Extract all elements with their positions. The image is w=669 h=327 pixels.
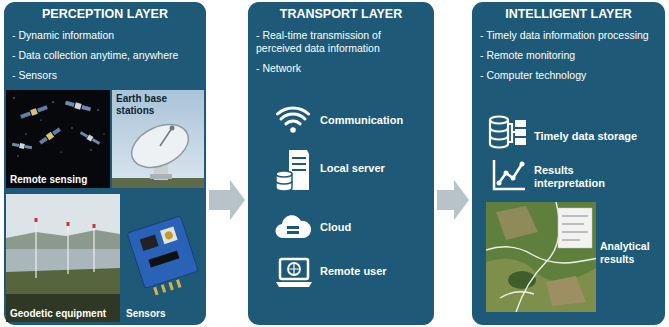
icon-label: Remote user xyxy=(320,265,430,278)
landscape-photo xyxy=(6,194,120,322)
photo-box: Earth base stations xyxy=(112,90,204,188)
laptop-icon xyxy=(275,256,313,290)
bullet-text: - Sensors xyxy=(10,69,200,82)
map-image xyxy=(486,202,596,312)
bullet-text: - Data collection anytime, anywhere xyxy=(10,49,200,62)
chart-icon xyxy=(491,158,527,192)
icon-label: Local server xyxy=(320,162,430,175)
photo-box: Geodetic equipment xyxy=(6,194,120,322)
cloud-icon xyxy=(273,212,313,242)
layer-panel: INTELLIGENT LAYER - Timely data informati… xyxy=(472,2,665,325)
layer-heading: PERCEPTION LAYER xyxy=(10,7,200,22)
block-arrow xyxy=(437,180,469,220)
layer-heading: TRANSPORT LAYER xyxy=(254,7,428,22)
photo-label: Earth base stations xyxy=(116,93,200,116)
database-icon xyxy=(488,114,528,150)
bullet-text: - Timely data information processing xyxy=(478,29,659,42)
icon-label: Results interpretation xyxy=(534,164,634,190)
photo-box: Remote sensing xyxy=(6,90,110,188)
photo-caption: Earth base stations xyxy=(112,90,204,119)
bullet-text: - Computer technology xyxy=(478,69,659,82)
icon-label: Analytical results xyxy=(600,240,662,265)
bullet-text: - Network xyxy=(254,62,428,75)
photo-caption: Remote sensing xyxy=(6,171,110,189)
photo-box: Sensors xyxy=(122,207,204,322)
photo-caption: Geodetic equipment xyxy=(6,305,120,323)
photo-label: Geodetic equipment xyxy=(10,308,116,320)
bullet-text: - Remote monitoring xyxy=(478,49,659,62)
server-icon xyxy=(275,148,311,192)
photo-caption: Sensors xyxy=(122,305,204,323)
layer-panel: TRANSPORT LAYER - Real-time transmission … xyxy=(248,2,434,325)
photo-label: Remote sensing xyxy=(10,174,106,186)
layer-heading: INTELLIGENT LAYER xyxy=(478,7,659,22)
block-arrow xyxy=(209,180,245,220)
sensor-board-photo xyxy=(122,207,204,297)
bullet-text: - Real-time transmission of perceived da… xyxy=(254,29,428,55)
photo-label: Sensors xyxy=(126,308,200,320)
layer-panel: PERCEPTION LAYER - Dynamic information - D… xyxy=(4,2,206,325)
bullet-text: - Dynamic information xyxy=(10,29,200,42)
icon-label: Cloud xyxy=(320,221,430,234)
satellites-photo xyxy=(6,90,110,188)
icon-label: Timely data storage xyxy=(534,130,660,143)
wifi-icon xyxy=(276,104,310,134)
icon-label: Communication xyxy=(320,114,430,127)
